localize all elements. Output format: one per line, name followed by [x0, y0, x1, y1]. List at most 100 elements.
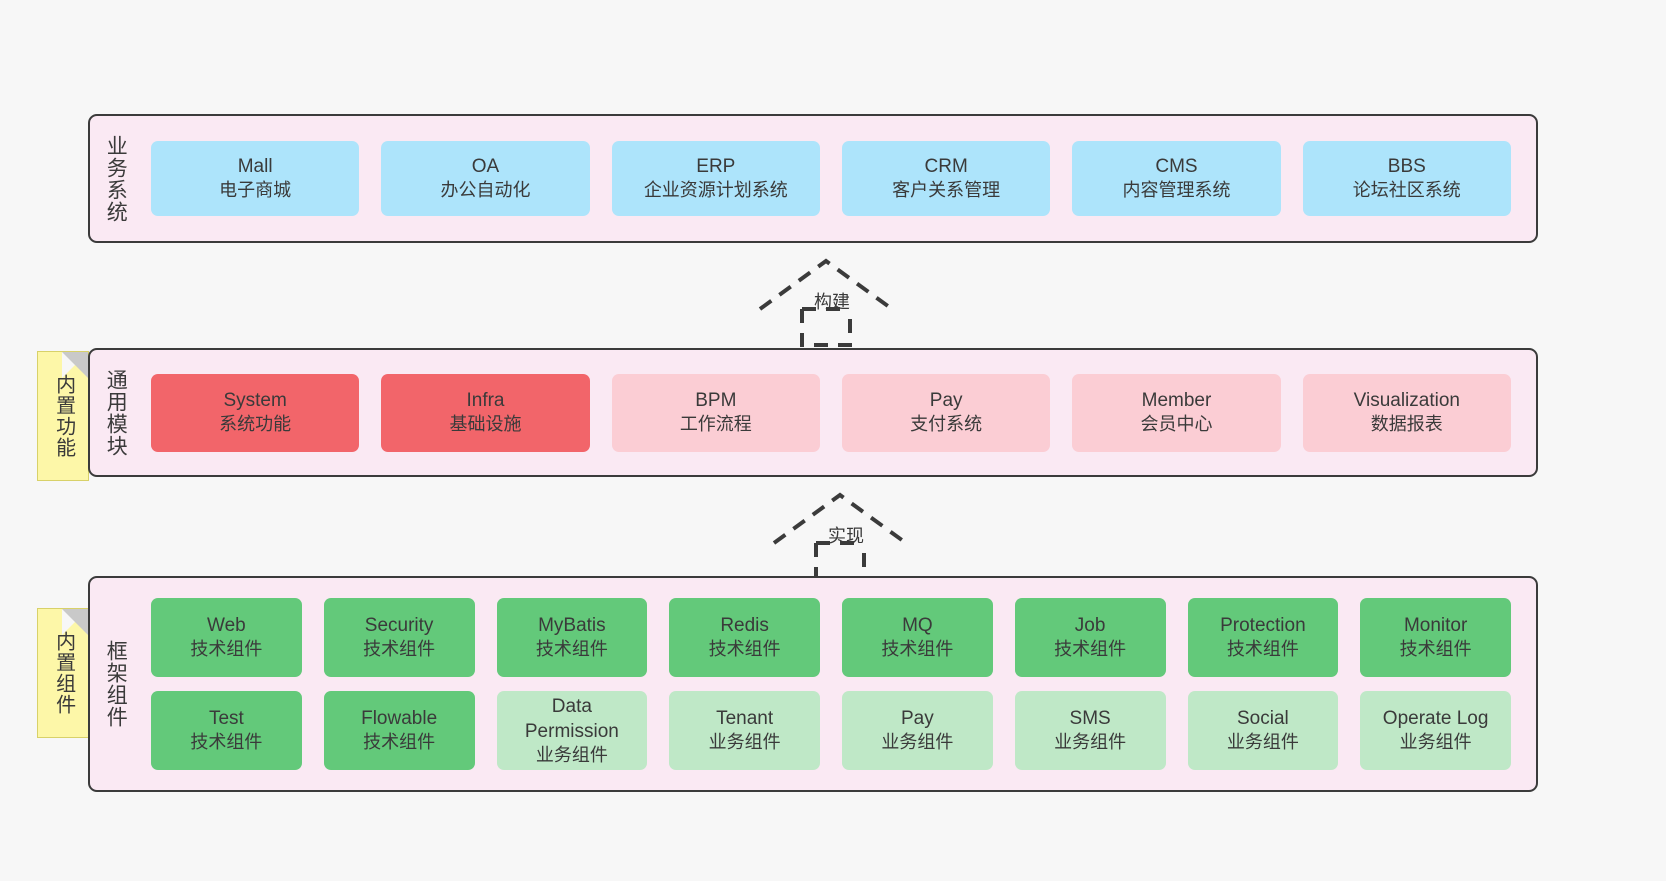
- card-monitor[interactable]: Monitor 技术组件: [1360, 598, 1511, 677]
- card-subtitle: 企业资源计划系统: [643, 180, 788, 201]
- layer-common-module: 通用模块 System 系统功能 Infra 基础设施: [88, 348, 1538, 477]
- layer-business-system: 业务系统 Mall 电子商城 OA 办公自动化 ERP: [88, 114, 1538, 243]
- card-cell: System 系统功能: [140, 373, 370, 452]
- arrow-stem-dashed-build: [800, 309, 852, 347]
- card-operate-log[interactable]: Operate Log 业务组件: [1360, 691, 1511, 770]
- card-subtitle: 技术组件: [1399, 639, 1472, 660]
- card-bbs[interactable]: BBS 论坛社区系统: [1302, 141, 1511, 216]
- card-test[interactable]: Test 技术组件: [151, 691, 302, 770]
- card-subtitle: 系统功能: [219, 414, 292, 435]
- card-title: Test: [208, 708, 244, 730]
- card-cell: Flowable 技术组件: [313, 691, 486, 770]
- card-cell: Member 会员中心: [1061, 373, 1291, 452]
- card-subtitle: 办公自动化: [440, 180, 531, 201]
- card-cell: CMS 内容管理系统: [1061, 141, 1291, 216]
- card-job[interactable]: Job 技术组件: [1014, 598, 1166, 677]
- card-bpm[interactable]: BPM 工作流程: [611, 373, 820, 452]
- card-visualization[interactable]: Visualization 数据报表: [1302, 373, 1511, 452]
- card-pay-component[interactable]: Pay 业务组件: [842, 691, 993, 770]
- card-mybatis[interactable]: MyBatis 技术组件: [496, 598, 648, 677]
- card-cell: Test 技术组件: [140, 691, 313, 770]
- card-mall[interactable]: Mall 电子商城: [151, 141, 360, 216]
- layer-body-framework-component: Web 技术组件 Security 技术组件 MyBatis 技术组件: [140, 578, 1536, 790]
- card-subtitle: 业务组件: [1054, 732, 1127, 753]
- card-cell: MyBatis 技术组件: [486, 598, 659, 677]
- card-system[interactable]: System 系统功能: [151, 373, 360, 452]
- card-title: Social: [1237, 708, 1289, 730]
- card-flowable[interactable]: Flowable 技术组件: [323, 691, 475, 770]
- card-erp[interactable]: ERP 企业资源计划系统: [611, 141, 820, 216]
- card-cell: Security 技术组件: [313, 598, 486, 677]
- card-subtitle: 电子商城: [219, 180, 292, 201]
- card-title: Job: [1074, 615, 1106, 637]
- layer-framework-component: 框架组件 Web 技术组件 Security 技术组件: [88, 576, 1538, 792]
- card-cms[interactable]: CMS 内容管理系统: [1072, 141, 1281, 216]
- arrowhead-dashed-build: [758, 258, 894, 311]
- card-protection[interactable]: Protection 技术组件: [1187, 598, 1339, 677]
- card-title: Monitor: [1403, 615, 1468, 637]
- card-title: SMS: [1069, 708, 1111, 730]
- card-cell: Job 技术组件: [1004, 598, 1177, 677]
- card-title: Visualization: [1353, 390, 1460, 412]
- card-subtitle: 数据报表: [1370, 414, 1443, 435]
- card-crm[interactable]: CRM 客户关系管理: [841, 141, 1051, 216]
- card-subtitle: 业务组件: [1226, 732, 1299, 753]
- card-infra[interactable]: Infra 基础设施: [381, 373, 590, 452]
- card-subtitle: 技术组件: [190, 732, 263, 753]
- card-subtitle: 论坛社区系统: [1352, 180, 1461, 201]
- card-sms[interactable]: SMS 业务组件: [1014, 691, 1166, 770]
- card-row: System 系统功能 Infra 基础设施 BPM 工作流程: [140, 373, 1522, 452]
- card-subtitle: 技术组件: [1226, 639, 1299, 660]
- card-data-permission[interactable]: Data Permission 业务组件: [496, 691, 648, 770]
- card-title: CMS: [1155, 156, 1198, 178]
- card-row: Mall 电子商城 OA 办公自动化 ERP 企业资源计划系统: [140, 141, 1522, 216]
- card-row-tech: Web 技术组件 Security 技术组件 MyBatis 技术组件: [140, 598, 1522, 677]
- card-subtitle: 业务组件: [708, 732, 781, 753]
- card-cell: Protection 技术组件: [1177, 598, 1350, 677]
- note-fold-corner-icon: [62, 352, 88, 378]
- card-web[interactable]: Web 技术组件: [151, 598, 302, 677]
- card-cell: Infra 基础设施: [370, 373, 600, 452]
- card-cell: MQ 技术组件: [831, 598, 1004, 677]
- card-oa[interactable]: OA 办公自动化: [381, 141, 590, 216]
- card-cell: BBS 论坛社区系统: [1292, 141, 1522, 216]
- card-cell: Pay 支付系统: [831, 373, 1061, 452]
- card-subtitle: 技术组件: [190, 639, 263, 660]
- arrow-stem-dashed-implement: [814, 543, 866, 581]
- card-pay[interactable]: Pay 支付系统: [841, 373, 1051, 452]
- card-security[interactable]: Security 技术组件: [323, 598, 475, 677]
- note-builtin-component: 内置组件: [37, 608, 89, 738]
- card-title: Operate Log: [1382, 708, 1489, 730]
- card-title: BBS: [1387, 156, 1426, 178]
- card-title: Security: [364, 615, 434, 637]
- card-title: Web: [207, 615, 246, 637]
- card-title: Flowable: [361, 708, 438, 730]
- card-subtitle: 技术组件: [535, 639, 608, 660]
- note-builtin-function: 内置功能: [37, 351, 89, 481]
- card-subtitle: 基础设施: [449, 414, 522, 435]
- card-subtitle: 工作流程: [679, 414, 752, 435]
- card-cell: SMS 业务组件: [1004, 691, 1177, 770]
- card-cell: Redis 技术组件: [658, 598, 831, 677]
- card-subtitle: 内容管理系统: [1122, 180, 1231, 201]
- card-member[interactable]: Member 会员中心: [1072, 373, 1281, 452]
- card-social[interactable]: Social 业务组件: [1187, 691, 1339, 770]
- card-subtitle: 业务组件: [1399, 732, 1472, 753]
- card-mq[interactable]: MQ 技术组件: [842, 598, 993, 677]
- arrowhead-dashed-implement: [772, 492, 908, 545]
- card-tenant[interactable]: Tenant 业务组件: [669, 691, 820, 770]
- card-title: BPM: [695, 390, 737, 412]
- card-title: Infra: [466, 390, 505, 412]
- connector-label-implement: 实现: [828, 526, 864, 546]
- card-redis[interactable]: Redis 技术组件: [669, 598, 820, 677]
- card-title: MyBatis: [538, 615, 606, 637]
- card-title: Mall: [237, 156, 273, 178]
- connector-label-build: 构建: [814, 292, 850, 312]
- card-cell: Social 业务组件: [1177, 691, 1350, 770]
- card-cell: BPM 工作流程: [601, 373, 831, 452]
- card-cell: Mall 电子商城: [140, 141, 370, 216]
- card-title: System: [223, 390, 287, 412]
- card-cell: CRM 客户关系管理: [831, 141, 1061, 216]
- card-title: MQ: [902, 615, 933, 637]
